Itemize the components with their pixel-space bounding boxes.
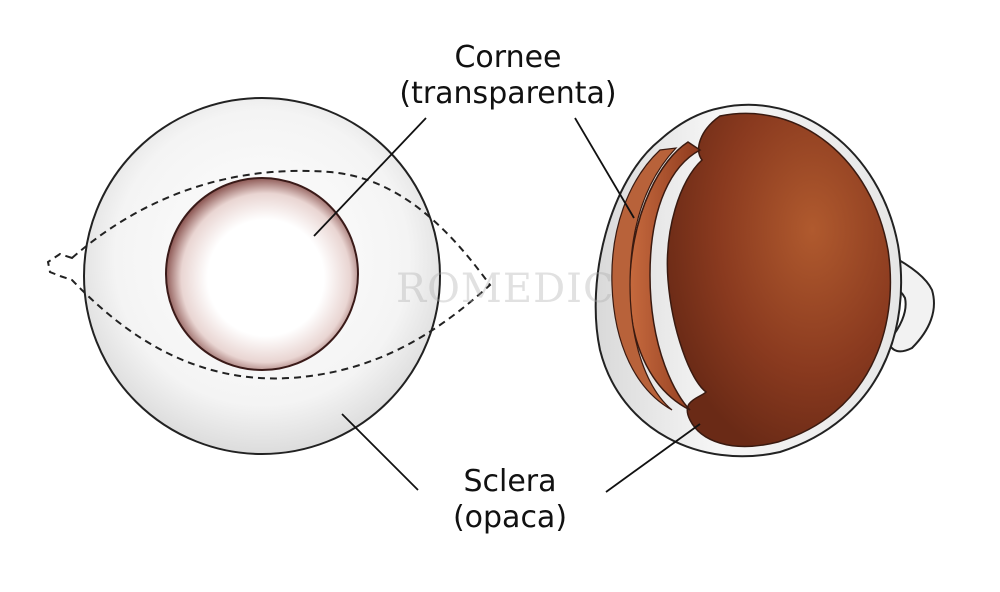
sclera-leader-left: [341, 413, 419, 491]
sclera-label-line2: (opaca): [452, 500, 568, 535]
sclera-label-line1: Sclera: [463, 464, 557, 499]
cornea-leader-right: [574, 117, 635, 219]
eyelid-outline-dashed: [46, 169, 492, 380]
watermark-logo: ROMEDIC: [396, 266, 615, 312]
sclera-label: Sclera (opaca): [420, 464, 600, 536]
eye-interior: [666, 112, 892, 448]
cornea-label: Cornee (transparenta): [388, 40, 628, 112]
cornea-label-line1: Cornee: [454, 40, 562, 75]
cornea-section-band: [628, 141, 702, 411]
sclera-leader-right: [605, 423, 701, 493]
cornea-front: [165, 177, 359, 371]
sectioned-eyeball: [594, 103, 935, 458]
cornea-leader-left: [313, 117, 427, 237]
cornea-label-line2: (transparenta): [399, 76, 617, 111]
cornea-section-outer: [611, 147, 678, 411]
front-eyeball: [46, 97, 492, 455]
